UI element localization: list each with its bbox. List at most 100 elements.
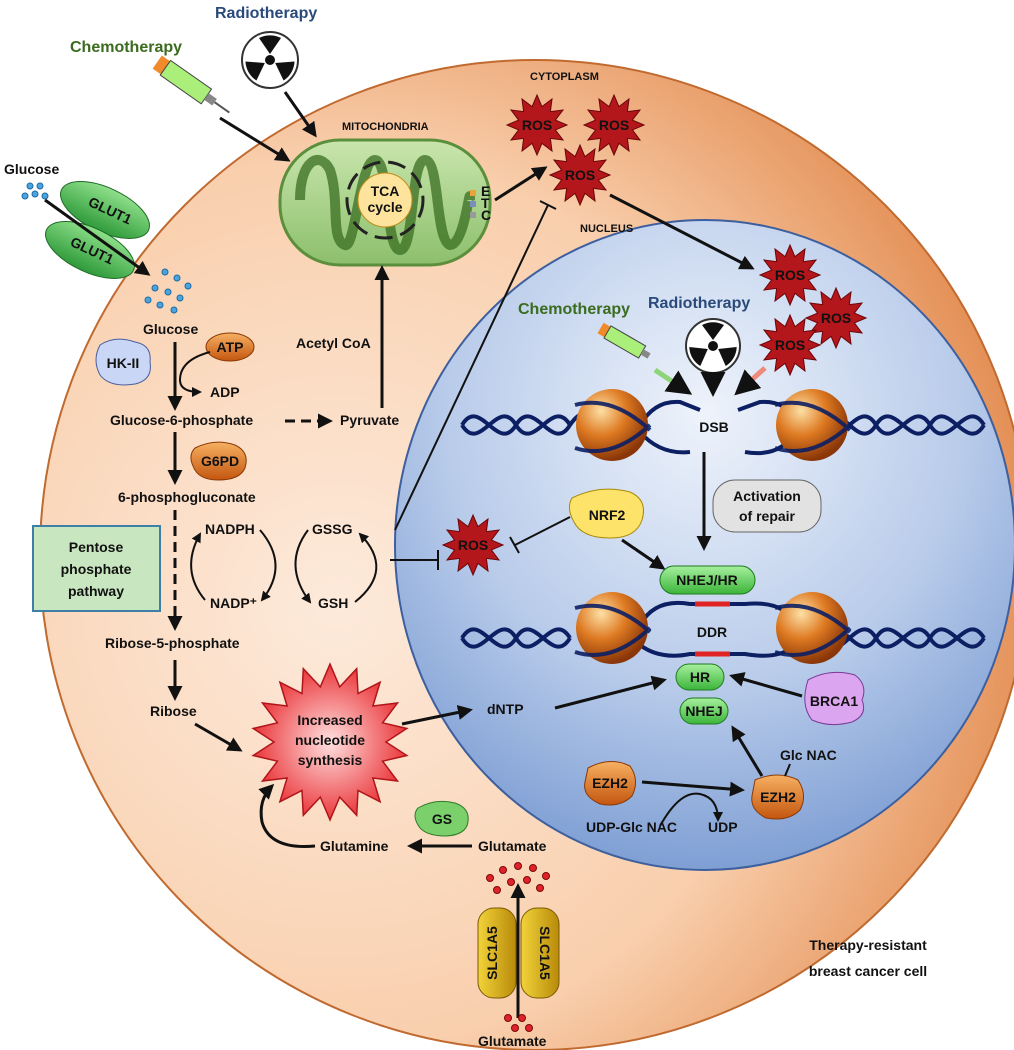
- etc-t: T: [481, 195, 490, 211]
- dntp-label: dNTP: [487, 701, 524, 717]
- dsb-label: DSB: [699, 419, 729, 435]
- dntp-to-hr-arrow: [554, 675, 667, 710]
- slc1a5-label-1: SLC1A5: [484, 926, 500, 980]
- ezh2-label-left: EZH2: [592, 775, 628, 791]
- cytoplasm-label: CYTOPLASM: [530, 71, 599, 83]
- chemotherapy-label: Chemotherapy: [70, 39, 182, 56]
- radiotherapy-label: Radiotherapy: [215, 5, 317, 22]
- hr-label: HR: [690, 669, 710, 685]
- activation-label-1: Activation: [733, 488, 801, 504]
- hr-pill: HR: [675, 663, 725, 691]
- synthesis-to-dntp-arrow: [401, 705, 473, 726]
- syringe-icon: [152, 55, 230, 114]
- glucose-out-label: Glucose: [4, 161, 59, 177]
- activation-of-repair-badge: Activation of repair: [712, 479, 822, 533]
- radiation-icon: [241, 31, 299, 89]
- glcnac-label: Glc NAC: [780, 747, 837, 763]
- nucleus-label: NUCLEUS: [580, 223, 633, 235]
- chemo-to-mito-arrow: [219, 116, 291, 162]
- udp-glcnac-label: UDP-Glc NAC: [586, 819, 677, 835]
- dna-dsb: DSB: [460, 389, 986, 461]
- ros-cytoplasm-2-label: ROS: [599, 117, 629, 133]
- activation-label-2: of repair: [739, 508, 796, 524]
- nrf2-inhibit-ros-bar: [509, 536, 520, 554]
- glucose-dots-in: [144, 268, 192, 314]
- pyruvate-label: Pyruvate: [340, 412, 399, 428]
- gs-enzyme: GS: [414, 800, 469, 837]
- synthesis-label-2: nucleotide: [295, 732, 365, 748]
- mito-to-ros-arrow: [494, 166, 548, 202]
- nadp-label: NADP⁺: [210, 595, 257, 611]
- ppp-label-3: pathway: [68, 583, 124, 599]
- glucose-dots-out: [21, 182, 49, 200]
- ros-nucleus-3: ROS: [758, 313, 822, 377]
- hk2-enzyme: HK-II: [95, 338, 151, 386]
- ddr-label: DDR: [697, 624, 727, 640]
- ros-nucleus-2-label: ROS: [821, 310, 851, 326]
- ros-cytoplasm-2: ROS: [582, 93, 646, 157]
- udp-label: UDP: [708, 819, 738, 835]
- atp-badge: ATP: [205, 332, 255, 362]
- nhej-label: NHEJ: [685, 703, 722, 719]
- radiation-icon-nucleus: [685, 318, 741, 374]
- glutamine-label: Glutamine: [320, 838, 389, 854]
- synthesis-label-3: synthesis: [298, 752, 363, 768]
- ros-cytoplasm-1-label: ROS: [522, 117, 552, 133]
- nadph-label: NADPH: [205, 521, 255, 537]
- ros-cytoplasm-3-label: ROS: [565, 167, 595, 183]
- udp-curve: [659, 792, 723, 827]
- nhej-hr-label: NHEJ/HR: [676, 572, 737, 588]
- gssg-to-gsh: [294, 529, 312, 604]
- glutamate-out-label: Glutamate: [478, 1033, 547, 1049]
- atp-label: ATP: [217, 339, 244, 355]
- cell-title-line2: breast cancer cell: [809, 963, 927, 979]
- mitochondria-label: MITOCHONDRIA: [342, 121, 429, 133]
- glucose-in-label: Glucose: [143, 321, 198, 337]
- nrf2-inhibit-ros-line: [514, 516, 571, 546]
- glutamate-in-label: Glutamate: [478, 838, 547, 854]
- dna-ddr: DDR: [460, 592, 986, 664]
- nrf2-to-nhejhr-arrow: [621, 538, 666, 570]
- r5p-label: Ribose-5-phosphate: [105, 635, 240, 651]
- ezh2-glycosylation-arrow: [641, 780, 745, 797]
- etc-e: E: [481, 183, 490, 199]
- glucose-import-arrow: [44, 198, 151, 276]
- ros-nucleus-1: ROS: [758, 243, 822, 307]
- ppp-label-1: Pentose: [69, 539, 124, 555]
- 6pg-label: 6-phosphogluconate: [118, 489, 256, 505]
- gsh-label: GSH: [318, 595, 348, 611]
- nhej-hr-pill: NHEJ/HR: [659, 565, 756, 595]
- nucleotide-synthesis-burst: Increased nucleotide synthesis: [251, 662, 409, 822]
- gsh-inhibit-ros-line: [394, 204, 549, 531]
- adp-label: ADP: [210, 384, 240, 400]
- gssg-label: GSSG: [312, 521, 353, 537]
- nrf2-label: NRF2: [589, 507, 626, 523]
- atp-adp-curve: [178, 351, 211, 397]
- gsh-to-gssg: [354, 532, 378, 603]
- ros-nucleus-4: ROS: [441, 513, 505, 577]
- radiotherapy-nucleus-label: Radiotherapy: [648, 295, 750, 312]
- brca1-label: BRCA1: [810, 693, 858, 709]
- glutamine-to-synthesis-arrow: [258, 783, 316, 848]
- ros-nucleus-4-label: ROS: [458, 537, 488, 553]
- radio-to-mito-arrow: [283, 91, 317, 138]
- nadp-nadph-cycle: [190, 532, 206, 601]
- g6p-label: Glucose-6-phosphate: [110, 412, 253, 428]
- glutamate-dots-in: [486, 862, 550, 894]
- ribose-label: Ribose: [150, 703, 197, 719]
- ezh2-to-nhej-arrow: [731, 725, 764, 777]
- g6pd-enzyme: G6PD: [190, 441, 247, 481]
- nadph-to-nadp: [259, 529, 277, 602]
- ros-nucleus-2: ROS: [804, 286, 868, 350]
- gs-label: GS: [432, 811, 452, 827]
- slc1a5-transporter: SLC1A5 SLC1A5: [477, 907, 560, 999]
- gsh-inhibit-ros-bar: [539, 200, 557, 210]
- ezh2-enzyme-right: EZH2: [751, 774, 804, 820]
- acetyl-coa-label: Acetyl CoA: [296, 335, 371, 351]
- synthesis-label-1: Increased: [297, 712, 362, 728]
- mitochondrion: TCA cycle E T C: [278, 138, 492, 267]
- etc-c: C: [481, 207, 491, 223]
- hk2-label: HK-II: [107, 355, 140, 371]
- ppp-label-2: phosphate: [61, 561, 132, 577]
